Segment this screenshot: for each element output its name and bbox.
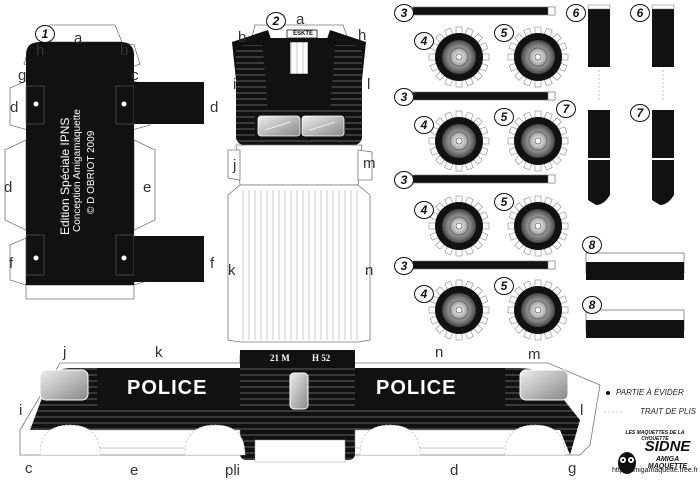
label-b: b — [120, 42, 129, 59]
police-left-text: POLICE — [127, 377, 208, 399]
label-m: m — [528, 346, 541, 363]
part-number-3: 3 — [394, 88, 414, 106]
body-side — [19, 350, 601, 463]
part-number-8: 8 — [582, 296, 602, 314]
wheel-piece — [507, 279, 569, 341]
logo-subtitle: AMIGA MAQUETTE — [647, 456, 688, 470]
wheel-piece — [428, 110, 490, 172]
wheel-piece — [428, 195, 490, 257]
label-k: k — [155, 344, 163, 361]
label-d: d — [4, 179, 13, 196]
part-number-5: 5 — [494, 24, 514, 42]
label-c: c — [25, 460, 33, 477]
part-number-7: 7 — [630, 104, 650, 122]
floor-piece — [227, 184, 371, 343]
wheels — [428, 26, 569, 341]
part-number-4: 4 — [414, 116, 434, 134]
label-a: a — [296, 11, 305, 28]
label-pli: pli — [225, 462, 241, 479]
label-h: h — [36, 42, 45, 59]
part-number-5: 5 — [494, 108, 514, 126]
police-right-text: POLICE — [376, 377, 457, 399]
roof-copyright-text: © D OBRIOT 2009 — [86, 130, 97, 214]
roof-edition-text: Edition Spéciale IPNS — [58, 117, 72, 235]
wheel-piece — [507, 26, 569, 88]
part-number-6: 6 — [630, 4, 650, 22]
label-e: e — [143, 179, 152, 196]
part-8 — [585, 252, 685, 338]
label-f: f — [210, 255, 215, 272]
label-l: l — [580, 402, 584, 419]
label-c: c — [131, 67, 139, 84]
part-number-4: 4 — [414, 32, 434, 50]
part-2-front — [227, 24, 373, 186]
wheel-piece — [507, 110, 569, 172]
part-number-5: 5 — [494, 193, 514, 211]
label-l: l — [367, 76, 371, 93]
part-number-8: 8 — [582, 236, 602, 254]
part-number-7: 7 — [556, 100, 576, 118]
part-number-3: 3 — [394, 171, 414, 189]
label-i: i — [19, 402, 23, 419]
roof-conception-text: Conception Amigamaquette — [72, 109, 83, 232]
legend-cut-out: PARTIE À ÉVIDER — [616, 388, 684, 397]
part-6-7 — [587, 4, 675, 205]
label-n: n — [365, 262, 374, 279]
label-d: d — [10, 99, 19, 116]
part-number-1: 1 — [35, 25, 55, 43]
label-m: m — [363, 155, 376, 172]
part-number-4: 4 — [414, 285, 434, 303]
label-e: e — [130, 462, 139, 479]
label-f: f — [9, 255, 14, 272]
part-number-3: 3 — [394, 4, 414, 22]
label-n: n — [435, 344, 444, 361]
label-h: h — [358, 27, 367, 44]
logo-url: http://amigamaquette.free.fr — [612, 467, 698, 474]
label-k: k — [228, 262, 236, 279]
roof-black-panel — [26, 42, 134, 285]
logo-name: SIDNE — [644, 438, 691, 455]
front-sign: ESKTE — [292, 31, 313, 37]
owl-logo-icon — [618, 452, 636, 474]
label-g: g — [18, 67, 27, 84]
label-g: g — [568, 460, 577, 477]
part-number-3: 3 — [394, 257, 414, 275]
logo-tagline: LES MAQUETTES DE LA CHOUETTE — [625, 430, 685, 442]
wheel-piece — [507, 195, 569, 257]
label-d: d — [450, 462, 459, 479]
label-d: d — [210, 99, 219, 116]
label-a: a — [74, 30, 83, 47]
wheel-piece — [428, 279, 490, 341]
label-j: j — [233, 157, 237, 174]
plate-right: H 52 — [312, 353, 331, 363]
label-b: b — [238, 29, 247, 46]
part-number-5: 5 — [494, 277, 514, 295]
label-i: i — [233, 76, 237, 93]
part-number-4: 4 — [414, 201, 434, 219]
label-j: j — [63, 344, 67, 361]
part-number-6: 6 — [566, 4, 586, 22]
plate-left: 21 M — [270, 353, 290, 363]
wheel-piece — [428, 26, 490, 88]
legend-fold-line: TRAIT DE PLIS — [640, 407, 697, 416]
part-number-2: 2 — [266, 12, 286, 30]
